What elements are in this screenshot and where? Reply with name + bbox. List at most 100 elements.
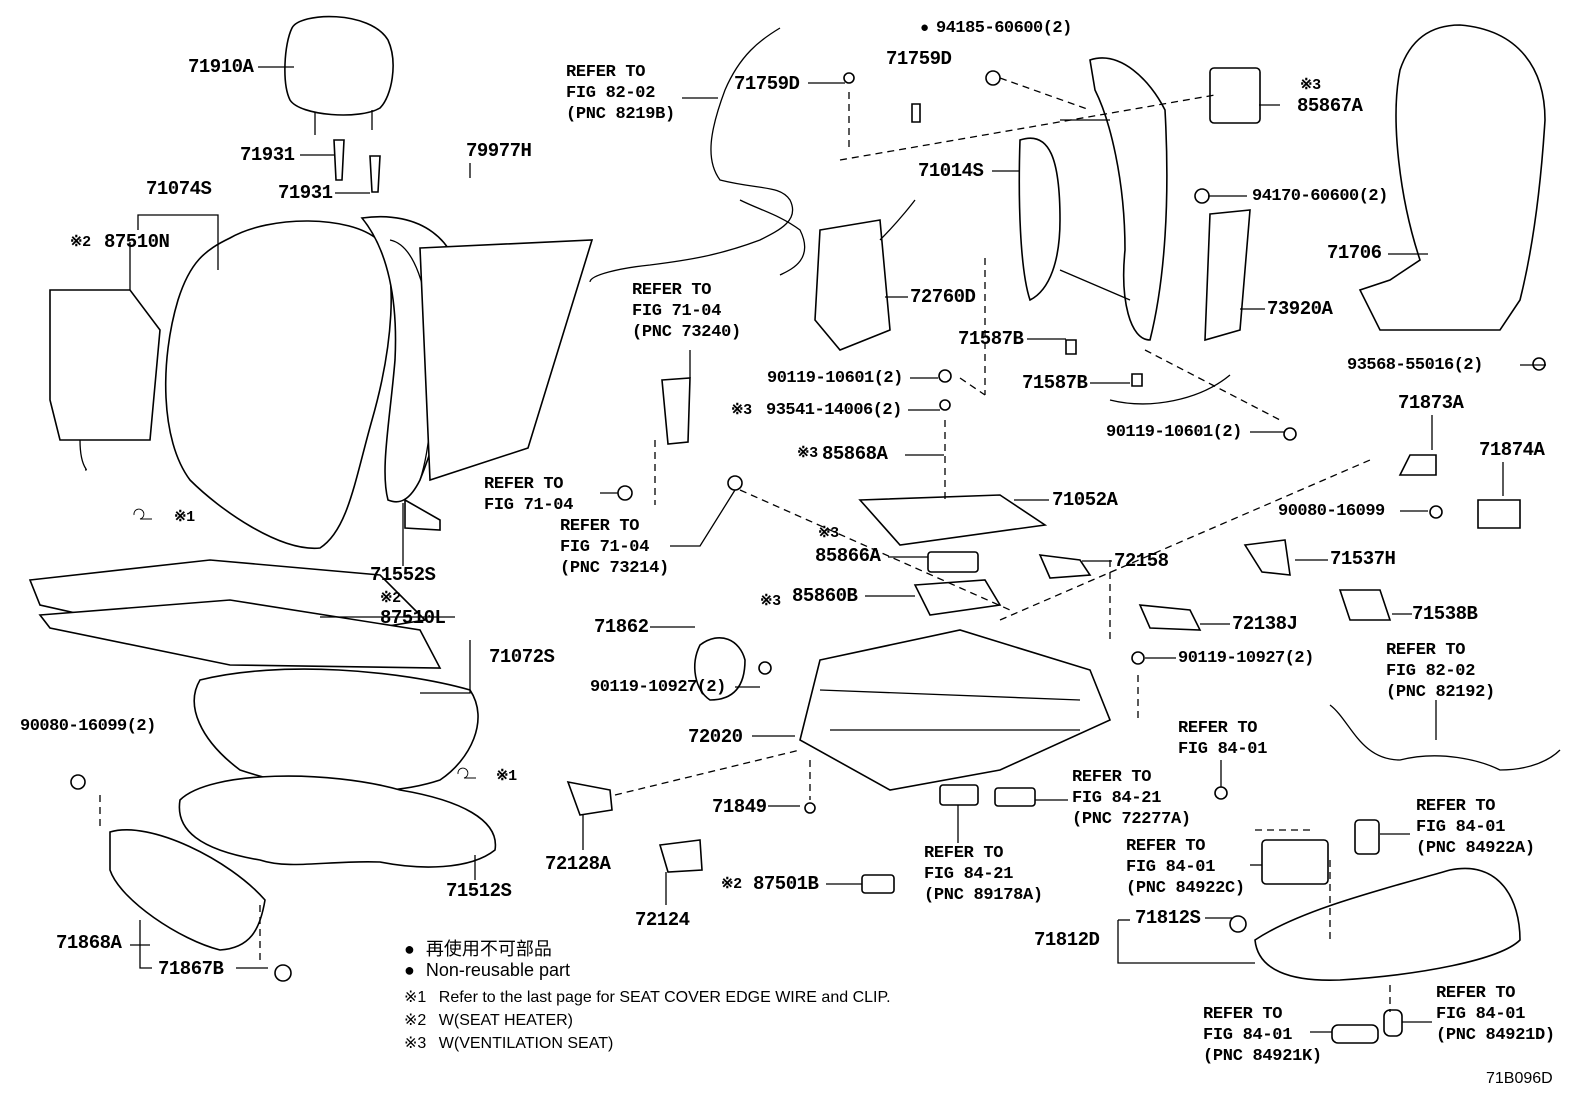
part-note-mark: ※3 bbox=[797, 445, 818, 462]
seatback-board-illustration bbox=[1358, 24, 1546, 371]
part-label-93541-14006-2: 93541-14006(2) bbox=[766, 401, 902, 420]
part-note-mark: ※3 bbox=[731, 402, 752, 419]
part-label-71072S: 71072S bbox=[489, 646, 555, 668]
side-shield-illustration bbox=[1214, 704, 1561, 1044]
part-label-94170-60600-2: 94170-60600(2) bbox=[1252, 187, 1388, 206]
part-label-71052A: 71052A bbox=[1052, 489, 1118, 511]
bullet-icon: ● bbox=[404, 939, 415, 959]
part-label-90119-10927-2: 90119-10927(2) bbox=[590, 678, 726, 697]
part-label-71512S: 71512S bbox=[446, 880, 512, 902]
part-label-85860B: 85860B bbox=[792, 585, 858, 607]
part-label-71867B: 71867B bbox=[158, 958, 224, 980]
edge-wire-note-mark: ※1 bbox=[496, 768, 517, 785]
seat-track-illustration bbox=[566, 369, 1521, 894]
part-label-71706: 71706 bbox=[1327, 242, 1382, 264]
cushion-illustration bbox=[70, 668, 497, 982]
cross-reference-fig-84-01[interactable]: REFER TO FIG 84-01 (PNC 84921D) bbox=[1436, 984, 1555, 1045]
part-label-71552S: 71552S bbox=[370, 564, 436, 586]
cross-reference-fig-82-02[interactable]: REFER TO FIG 82-02 (PNC 82192) bbox=[1386, 641, 1495, 702]
legend-note-3: ※3 W(VENTILATION SEAT) bbox=[404, 1033, 613, 1053]
part-note-mark: ※2 bbox=[721, 876, 742, 893]
part-note-mark: ※2 bbox=[380, 590, 401, 607]
part-label-71587B: 71587B bbox=[1022, 372, 1088, 394]
legend-non-reusable-en: ● Non-reusable part bbox=[404, 960, 570, 981]
part-label-87510L: 87510L bbox=[380, 607, 446, 629]
part-label-71759D: 71759D bbox=[734, 73, 800, 95]
wire-harness-illustration bbox=[589, 27, 806, 283]
part-label-71812S: 71812S bbox=[1135, 907, 1201, 929]
part-label-90119-10601-2: 90119-10601(2) bbox=[1106, 423, 1242, 442]
part-label-90080-16099: 90080-16099 bbox=[1278, 502, 1385, 521]
part-label-72124: 72124 bbox=[635, 909, 690, 931]
part-label-71862: 71862 bbox=[594, 616, 649, 638]
leader-lines bbox=[129, 66, 1546, 1033]
part-label-71587B: 71587B bbox=[958, 328, 1024, 350]
legend-text: 再使用不可部品 bbox=[425, 939, 552, 959]
part-label-71014S: 71014S bbox=[918, 160, 984, 182]
part-label-85866A: 85866A bbox=[815, 545, 881, 567]
cross-reference-fig-84-01[interactable]: REFER TO FIG 84-01 (PNC 84922C) bbox=[1126, 837, 1245, 898]
part-label-71849: 71849 bbox=[712, 796, 767, 818]
part-label-72138J: 72138J bbox=[1232, 613, 1298, 635]
legend-note-1: ※1 Refer to the last page for SEAT COVER… bbox=[404, 987, 891, 1007]
part-label-71812D: 71812D bbox=[1034, 929, 1100, 951]
part-label-85867A: 85867A bbox=[1297, 95, 1363, 117]
assembly-dashed-lines bbox=[99, 77, 1391, 1012]
part-label-85868A: 85868A bbox=[822, 443, 888, 465]
cross-reference-fig-71-04[interactable]: REFER TO FIG 71-04 bbox=[484, 475, 574, 515]
part-label-71538B: 71538B bbox=[1412, 603, 1478, 625]
legend-text: W(VENTILATION SEAT) bbox=[438, 1035, 614, 1052]
cross-reference-fig-84-01[interactable]: REFER TO FIG 84-01 (PNC 84922A) bbox=[1416, 797, 1535, 858]
figure-code: 71B096D bbox=[1486, 1070, 1553, 1087]
legend-non-reusable-jp: ● 再使用不可部品 bbox=[404, 935, 552, 961]
cross-reference-fig-71-04[interactable]: REFER TO FIG 71-04 (PNC 73240) bbox=[632, 281, 741, 342]
part-label-71537H: 71537H bbox=[1330, 548, 1396, 570]
cross-reference-fig-84-21[interactable]: REFER TO FIG 84-21 (PNC 72277A) bbox=[1072, 768, 1191, 829]
seatback-frame-illustration bbox=[814, 57, 1261, 405]
part-label-71931: 71931 bbox=[240, 144, 295, 166]
part-label-71074S: 71074S bbox=[146, 178, 212, 200]
seatback-cover-illustration bbox=[49, 216, 594, 549]
edge-wire-glyphs bbox=[133, 508, 476, 779]
part-label-87501B: 87501B bbox=[753, 873, 819, 895]
cushion-heater-mat-illustration bbox=[28, 559, 442, 669]
part-label-87510N: 87510N bbox=[104, 231, 170, 253]
bullet-icon: ● bbox=[404, 960, 415, 980]
part-label-73920A: 73920A bbox=[1267, 298, 1333, 320]
part-label-72158: 72158 bbox=[1114, 550, 1169, 572]
part-note-mark: ※3 bbox=[1300, 77, 1321, 94]
cross-reference-fig-84-21[interactable]: REFER TO FIG 84-21 (PNC 89178A) bbox=[924, 844, 1043, 905]
cross-reference-fig-84-01[interactable]: REFER TO FIG 84-01 (PNC 84921K) bbox=[1203, 1005, 1322, 1066]
edge-wire-note-mark: ※1 bbox=[174, 509, 195, 526]
part-label-90119-10927-2: 90119-10927(2) bbox=[1178, 649, 1314, 668]
part-label-93568-55016-2: 93568-55016(2) bbox=[1347, 356, 1483, 375]
part-label-72128A: 72128A bbox=[545, 853, 611, 875]
part-label-71910A: 71910A bbox=[188, 56, 254, 78]
part-label-72020: 72020 bbox=[688, 726, 743, 748]
part-label-90119-10601-2: 90119-10601(2) bbox=[767, 369, 903, 388]
legend-text: Refer to the last page for SEAT COVER ED… bbox=[438, 989, 891, 1006]
cross-reference-fig-71-04[interactable]: REFER TO FIG 71-04 (PNC 73214) bbox=[560, 517, 669, 578]
cross-reference-fig-84-01[interactable]: REFER TO FIG 84-01 bbox=[1178, 719, 1268, 759]
part-note-mark: ※2 bbox=[70, 234, 91, 251]
cross-reference-fig-82-02[interactable]: REFER TO FIG 82-02 (PNC 8219B) bbox=[566, 63, 675, 124]
bullet-icon: ● bbox=[920, 19, 930, 36]
legend-note-2: ※2 W(SEAT HEATER) bbox=[404, 1010, 573, 1030]
part-note-mark: ※3 bbox=[760, 593, 781, 610]
part-label-71873A: 71873A bbox=[1398, 392, 1464, 414]
part-note-mark: ※3 bbox=[818, 525, 839, 542]
legend-text: W(SEAT HEATER) bbox=[438, 1012, 573, 1029]
part-label-94185-60600-2: 94185-60600(2) bbox=[936, 19, 1072, 38]
note-mark: ※3 bbox=[404, 1035, 427, 1052]
part-label-71868A: 71868A bbox=[56, 932, 122, 954]
part-label-71931: 71931 bbox=[278, 182, 333, 204]
legend-text: Non-reusable part bbox=[425, 960, 570, 980]
note-mark: ※1 bbox=[404, 989, 427, 1006]
part-label-71874A: 71874A bbox=[1479, 439, 1545, 461]
part-label-71759D: 71759D bbox=[886, 48, 952, 70]
note-mark: ※2 bbox=[404, 1012, 427, 1029]
part-label-72760D: 72760D bbox=[910, 286, 976, 308]
headrest-illustration bbox=[284, 15, 394, 193]
part-label-90080-16099-2: 90080-16099(2) bbox=[20, 717, 156, 736]
